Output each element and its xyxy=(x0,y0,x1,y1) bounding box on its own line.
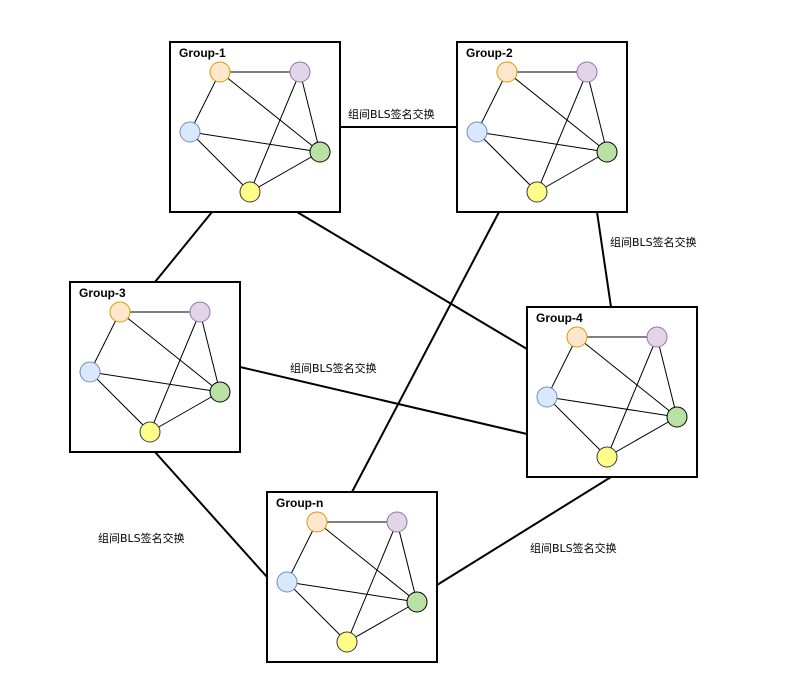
node-blue xyxy=(536,386,558,408)
node-edge xyxy=(286,521,318,583)
node-yellow xyxy=(139,421,161,443)
node-blue xyxy=(179,121,201,143)
node-edge xyxy=(476,71,508,133)
node-edge xyxy=(219,71,321,153)
node-edge xyxy=(119,311,221,393)
node-orange xyxy=(209,61,231,83)
node-yellow xyxy=(526,181,548,203)
node-edge xyxy=(189,71,221,133)
group-box-g1: Group-1 xyxy=(169,41,341,213)
node-edge xyxy=(586,71,608,153)
node-edge xyxy=(286,581,418,603)
group-title: Group-2 xyxy=(466,46,513,60)
node-orange xyxy=(566,326,588,348)
node-edge xyxy=(346,601,418,643)
node-edge xyxy=(199,311,221,393)
node-edge xyxy=(149,391,221,433)
group-box-gn: Group-n xyxy=(266,491,438,663)
inter-group-links xyxy=(154,126,612,586)
node-purple xyxy=(646,326,668,348)
node-edge xyxy=(546,396,608,458)
node-orange xyxy=(109,301,131,323)
node-edge xyxy=(476,131,608,153)
node-edge xyxy=(546,396,678,418)
link-labels: 组间BLS签名交换组间BLS签名交换组间BLS签名交换组间BLS签名交换组间BL… xyxy=(98,107,697,555)
link-group-3-group-4 xyxy=(239,366,528,435)
node-edge xyxy=(149,311,201,433)
link-label: 组间BLS签名交换 xyxy=(610,235,697,249)
node-purple xyxy=(189,301,211,323)
node-blue xyxy=(276,571,298,593)
link-group-2-group-n xyxy=(351,211,500,493)
node-purple xyxy=(289,61,311,83)
node-edge xyxy=(546,336,578,398)
node-edge xyxy=(396,521,418,603)
link-group-1-group-4 xyxy=(296,211,528,350)
link-label: 组间BLS签名交换 xyxy=(348,107,435,121)
link-label: 组间BLS签名交换 xyxy=(98,531,185,545)
node-green xyxy=(596,141,618,163)
node-edge xyxy=(299,71,321,153)
group-box-g2: Group-2 xyxy=(456,41,628,213)
node-yellow xyxy=(239,181,261,203)
node-edge xyxy=(286,581,348,643)
group-box-g3: Group-3 xyxy=(69,281,241,453)
node-purple xyxy=(386,511,408,533)
link-label: 组间BLS签名交换 xyxy=(290,361,377,375)
node-yellow xyxy=(336,631,358,653)
node-edge xyxy=(576,336,678,418)
node-edge xyxy=(606,336,658,458)
node-green xyxy=(209,381,231,403)
node-edge xyxy=(249,151,321,193)
node-edge xyxy=(506,71,608,153)
node-edge xyxy=(536,151,608,193)
group-title: Group-3 xyxy=(79,286,126,300)
link-label: 组间BLS签名交换 xyxy=(530,541,617,555)
node-edge xyxy=(316,521,418,603)
node-yellow xyxy=(596,446,618,468)
node-edge xyxy=(536,71,588,193)
node-edge xyxy=(89,371,151,433)
node-green xyxy=(666,406,688,428)
node-edge xyxy=(656,336,678,418)
node-edge xyxy=(606,416,678,458)
node-edge xyxy=(249,71,301,193)
link-group-2-group-4 xyxy=(596,211,612,308)
group-title: Group-4 xyxy=(536,311,583,325)
node-edge xyxy=(189,131,251,193)
link-group-1-group-3 xyxy=(154,211,213,283)
node-edge xyxy=(476,131,538,193)
node-green xyxy=(406,591,428,613)
node-blue xyxy=(79,361,101,383)
node-edge xyxy=(89,311,121,373)
node-orange xyxy=(306,511,328,533)
node-edge xyxy=(89,371,221,393)
node-orange xyxy=(496,61,518,83)
group-title: Group-1 xyxy=(179,46,226,60)
node-green xyxy=(309,141,331,163)
node-edge xyxy=(189,131,321,153)
node-purple xyxy=(576,61,598,83)
group-box-g4: Group-4 xyxy=(526,306,698,478)
node-blue xyxy=(466,121,488,143)
link-group-3-group-n xyxy=(154,451,268,578)
group-title: Group-n xyxy=(276,496,323,510)
link-group-4-group-n xyxy=(436,476,612,586)
node-edge xyxy=(346,521,398,643)
